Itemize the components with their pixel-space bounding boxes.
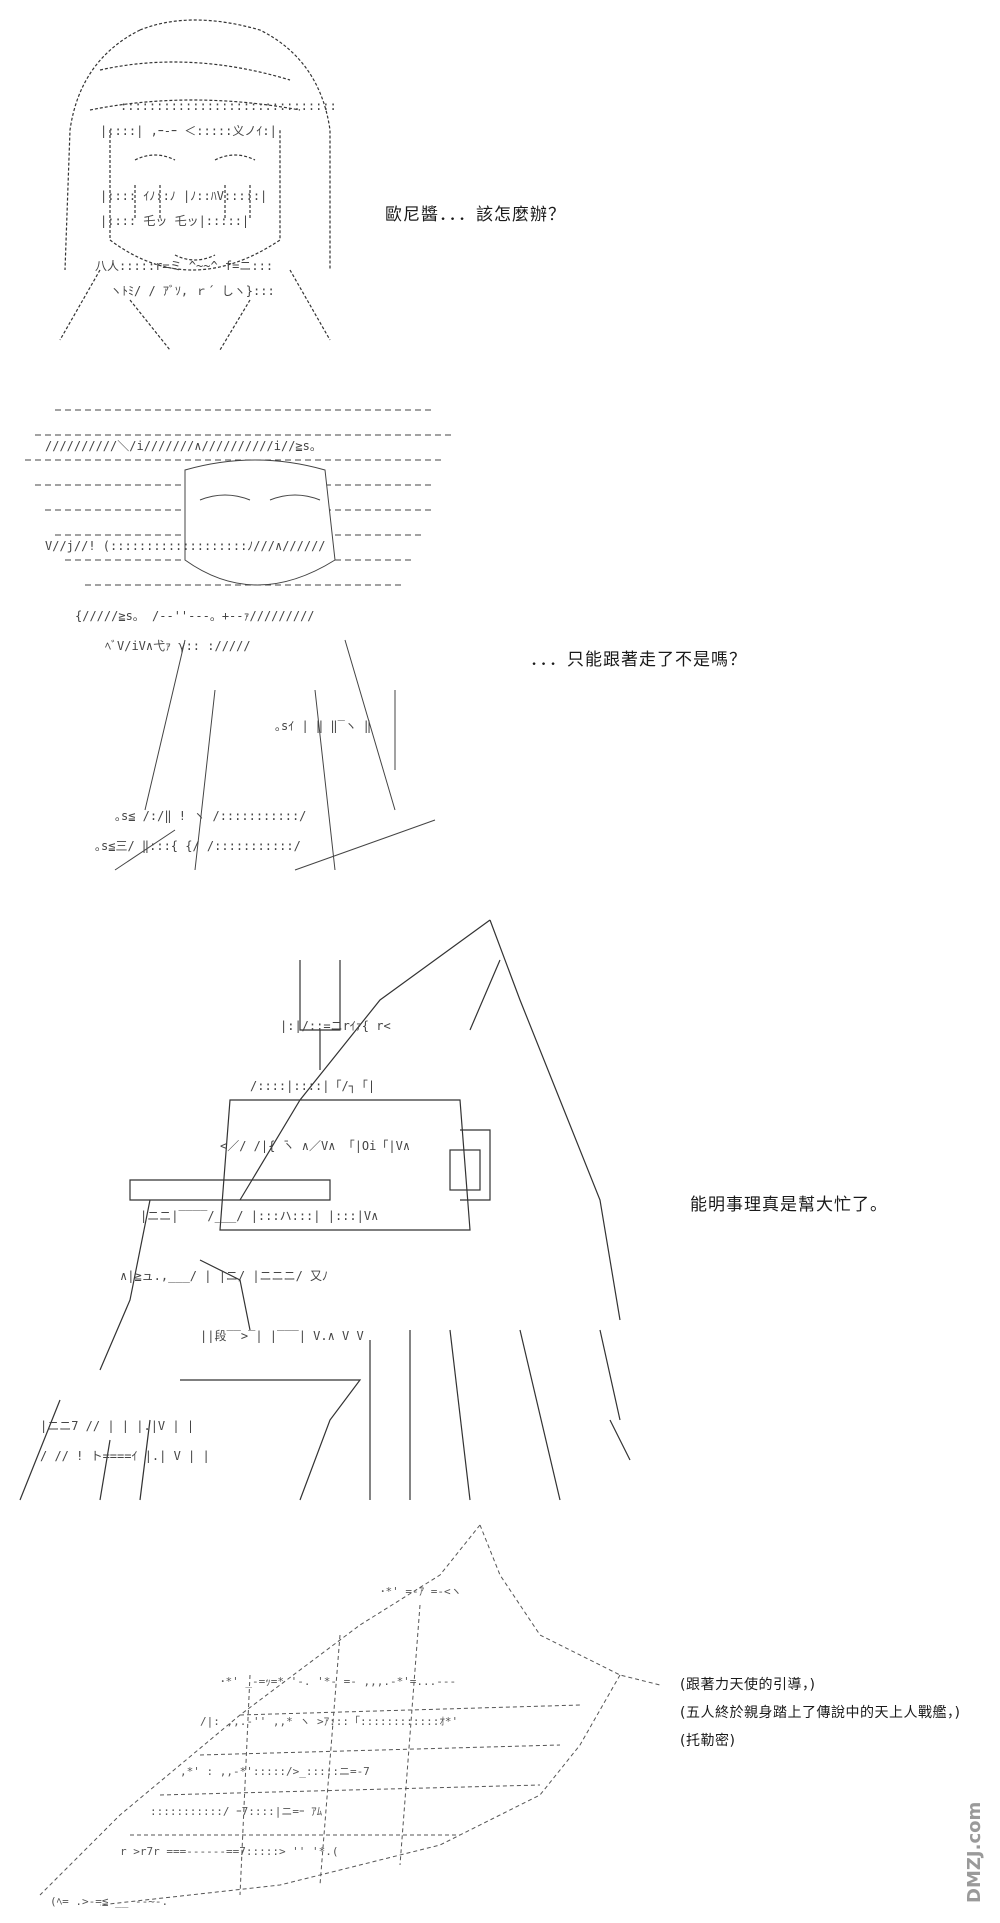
dmzj-watermark-logo: DMZJ.com bbox=[964, 1802, 985, 1903]
svg-text:|ニニ7 // | | |.|V: |ニニ7 // | | |.|V | | bbox=[40, 1419, 194, 1433]
panel-2-caption: ．．．只能跟著走了不是嗎？ bbox=[530, 650, 747, 670]
svg-text:(ﾍ= .>‐=≦ __ ‐‐~-.: (ﾍ= .>‐=≦ __ ‐‐~-. bbox=[50, 1895, 168, 1908]
panel-2: //////////＼/i///////∧//////////i//≧s。 V/… bbox=[0, 390, 1000, 890]
svg-text:|:|/::=ニrｲｧ{ r<: |:|/::=ニrｲｧ{ r< bbox=[280, 1019, 391, 1033]
note-line-3: (托勒密) bbox=[680, 1733, 736, 1749]
svg-text:V//j//! (:::::::::::::::::::: V//j//! (:::::::::::::::::::ﾉ///∧////// bbox=[45, 539, 326, 553]
svg-text:/ // ! ト====ｲ |.| V: / // ! ト====ｲ |.| V | | bbox=[40, 1449, 210, 1463]
svg-text:r >r7r ===‐‐‐‐‐‐==7:::::> '': r >r7r ===‐‐‐‐‐‐==7:::::> '' '*.( bbox=[120, 1845, 339, 1858]
svg-text:{/////≧s。 /‐‐''‐‐‐。+‐‐ｧ//////: {/////≧s。 /‐‐''‐‐‐。+‐‐ｧ///////// bbox=[75, 609, 315, 623]
svg-text::::::::::::/ ｰ7::::|ニ=ｰ ｱﾑ: :::::::::::/ ｰ7::::|ニ=ｰ ｱﾑ bbox=[150, 1805, 323, 1818]
svg-text:<／/ /|{ ̄ヽ ∧／V∧ 「|Oi「|V∧: <／/ /|{ ̄ヽ ∧／V∧ 「|Oi「|V∧ bbox=[220, 1139, 410, 1153]
svg-text:∧|≧ュ.,___/ | |ニ/ |ニニニ/ 又ﾉ: ∧|≧ュ.,___/ | |ニ/ |ニニニ/ 又ﾉ bbox=[120, 1269, 328, 1283]
mecha-ascii-art: |:|/::=ニrｲｧ{ r< /::::|::::|「/┐「| <／/ /|{… bbox=[19, 919, 631, 1501]
svg-text:ヽﾄﾐ/ / ｱﾞｿ, ｒ´ しヽ}:::: ヽﾄﾐ/ / ｱﾞｿ, ｒ´ しヽ}::: bbox=[110, 284, 275, 298]
svg-text:|:::: 乇ッ 乇ッ|:::::|: |:::: 乇ッ 乇ッ|:::::| bbox=[100, 214, 249, 228]
svg-text:||段‾‾>‾| |‾‾‾| V.∧ V V: ||段‾‾>‾| |‾‾‾| V.∧ V V bbox=[200, 1328, 364, 1343]
svg-text:/|: ,,.-'' ,,* ヽ >ｱ:::「:::: /|: ,,.-'' ,,* ヽ >ｱ:::「::::::::::::ｵ*' bbox=[200, 1715, 458, 1728]
note-line-2: (五人終於親身踏上了傳說中的天上人戰艦，) bbox=[680, 1705, 961, 1721]
svg-text:::::::::::::::::::::::::::::::: :::::::::::::::::::::::::::::: bbox=[120, 99, 337, 113]
svg-text:/::::|::::|「/┐「|: /::::|::::|「/┐「| bbox=[250, 1079, 375, 1093]
panel-4-notes: (跟著力天使的引導，) (五人終於親身踏上了傳說中的天上人戰艦，) (托勒密) bbox=[680, 1675, 960, 1751]
panel-1: :::::::::::::::::::::::::::::: |::::| ,ｰ… bbox=[0, 0, 1000, 380]
svg-text:･*' =‐ｱ =‐<ヽ: ･*' =‐ｱ =‐<ヽ bbox=[380, 1585, 462, 1598]
svg-text:八人:::::r=ミ ^~~^ f=ニ:::: 八人:::::r=ミ ^~~^ f=ニ::: bbox=[95, 259, 273, 273]
svg-text:･*' _-=ｯ=* '-. '*- =- ,,,.-: ･*' _-=ｯ=* '-. '*- =- ,,,.-*'=...-‐‐ bbox=[220, 1675, 456, 1688]
note-line-1: (跟著力天使的引導，) bbox=[680, 1677, 816, 1693]
svg-text:｡s≦三/ ‖:::{ {/ /::::::: ｡s≦三/ ‖:::{ {/ /:::::::::::/ bbox=[95, 839, 301, 853]
svg-text:｡sｲ | ‖ ‖‾ヽ ‖: ｡sｲ | ‖ ‖‾ヽ ‖ bbox=[275, 719, 371, 733]
panel-4: ･*' =‐ｱ =‐<ヽ ･*' _-=ｯ=* '-. '*- =- ,,,.-… bbox=[0, 1515, 1000, 1923]
svg-text:|:::: ｲﾉ::ﾉ |ﾉ::ﾊV:::::|: |:::: ｲﾉ::ﾉ |ﾉ::ﾊV:::::| bbox=[100, 189, 267, 203]
svg-text://////////＼/i///////∧/////////: //////////＼/i///////∧//////////i//≧s。 bbox=[45, 439, 322, 453]
svg-text:|ニニ|‾‾‾‾/___/ |:::ハ:::| |:::|: |ニニ|‾‾‾‾/___/ |:::ハ:::| |:::|V∧ bbox=[140, 1209, 378, 1223]
svg-text:｡s≦ /:/‖ ! ヽ /:::::::::: ｡s≦ /:/‖ ! ヽ /:::::::::::/ bbox=[115, 809, 306, 823]
svg-text:,*' : ,,-*':::::/>_:::::ニ=‐7: ,*' : ,,-*':::::/>_:::::ニ=‐7 bbox=[180, 1765, 370, 1778]
panel-3: |:|/::=ニrｲｧ{ r< /::::|::::|「/┐「| <／/ /|{… bbox=[0, 900, 1000, 1510]
girl-face-ascii-art: :::::::::::::::::::::::::::::: |::::| ,ｰ… bbox=[59, 19, 337, 351]
panel-1-caption: 歐尼醬．．．該怎麼辦？ bbox=[385, 205, 566, 225]
hooded-figure-ascii-art: //////////＼/i///////∧//////////i//≧s。 V/… bbox=[25, 409, 455, 871]
svg-text:ﾍﾞV/iV∧弋ｧ γ:: ://///: ﾍﾞV/iV∧弋ｧ γ:: :///// bbox=[105, 639, 251, 653]
svg-text:|::::| ,ｰ‐ｰ ＜:::::义ノｲ:|: |::::| ,ｰ‐ｰ ＜:::::义ノｲ:| bbox=[100, 124, 277, 138]
panel-3-caption: 能明事理真是幫大忙了。 bbox=[690, 1195, 888, 1215]
starship-ascii-art: ･*' =‐ｱ =‐<ヽ ･*' _-=ｯ=* '-. '*- =- ,,,.-… bbox=[39, 1524, 661, 1908]
watermark-text: DMZJ.com bbox=[964, 1802, 985, 1903]
